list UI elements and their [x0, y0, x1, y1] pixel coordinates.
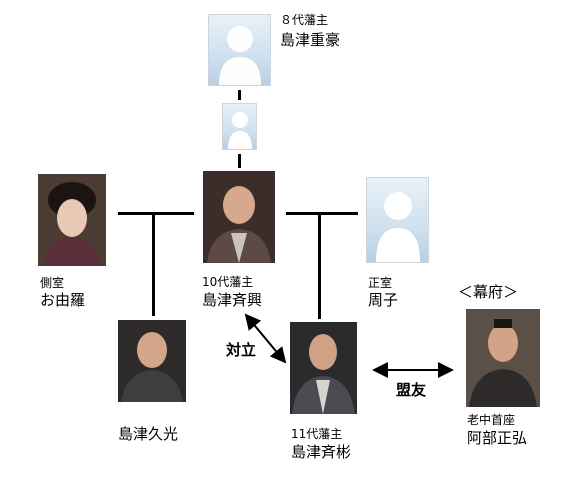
omon-portrait [38, 174, 106, 266]
hisamitsu-portrait [118, 320, 186, 402]
abe-name: 阿部正弘 [467, 429, 528, 447]
intermediate-portrait [222, 103, 257, 150]
abe-portrait [466, 309, 540, 407]
nariakira-name: 島津斉彬 [291, 443, 352, 461]
portrait-photo [203, 171, 275, 263]
conflict-arrow [244, 313, 287, 364]
shigehide-name: 島津重豪 [280, 31, 341, 49]
default-user-avatar-icon [228, 112, 252, 149]
kaneko-title: 正室 [368, 276, 393, 290]
shigehide-portrait [208, 14, 271, 86]
abe-title: 老中首座 [467, 413, 516, 427]
shigehide-title: ８代藩主 [280, 13, 329, 27]
nariakira-portrait [290, 322, 357, 414]
kaneko-name: 周子 [368, 291, 399, 309]
ally-label: 盟友 [396, 381, 427, 399]
portrait-photo [466, 309, 540, 407]
default-user-avatar-icon [219, 26, 261, 85]
hisamitsu-name: 島津久光 [118, 425, 179, 443]
marriage-line-left [118, 212, 194, 215]
kaneko-portrait [366, 177, 429, 263]
omon-title: 側室 [40, 276, 65, 290]
lineage-line-upper [238, 90, 241, 100]
narioki-name: 島津斉興 [202, 291, 263, 309]
narioki-title: 10代藩主 [202, 275, 254, 289]
portrait-photo [290, 322, 357, 414]
portrait-photo [38, 174, 106, 266]
portrait-photo [118, 320, 186, 402]
narioki-portrait [203, 171, 275, 263]
default-user-avatar-icon [376, 192, 420, 262]
lineage-line-lower [238, 154, 241, 168]
marriage-line-right [286, 212, 358, 215]
child-line-right [318, 213, 321, 319]
bakufu-group-label: ＜幕府＞ [458, 283, 519, 301]
conflict-label: 対立 [226, 341, 257, 359]
child-line-left [152, 213, 155, 316]
nariakira-title: 11代藩主 [291, 427, 343, 441]
omon-name: お由羅 [40, 291, 86, 309]
